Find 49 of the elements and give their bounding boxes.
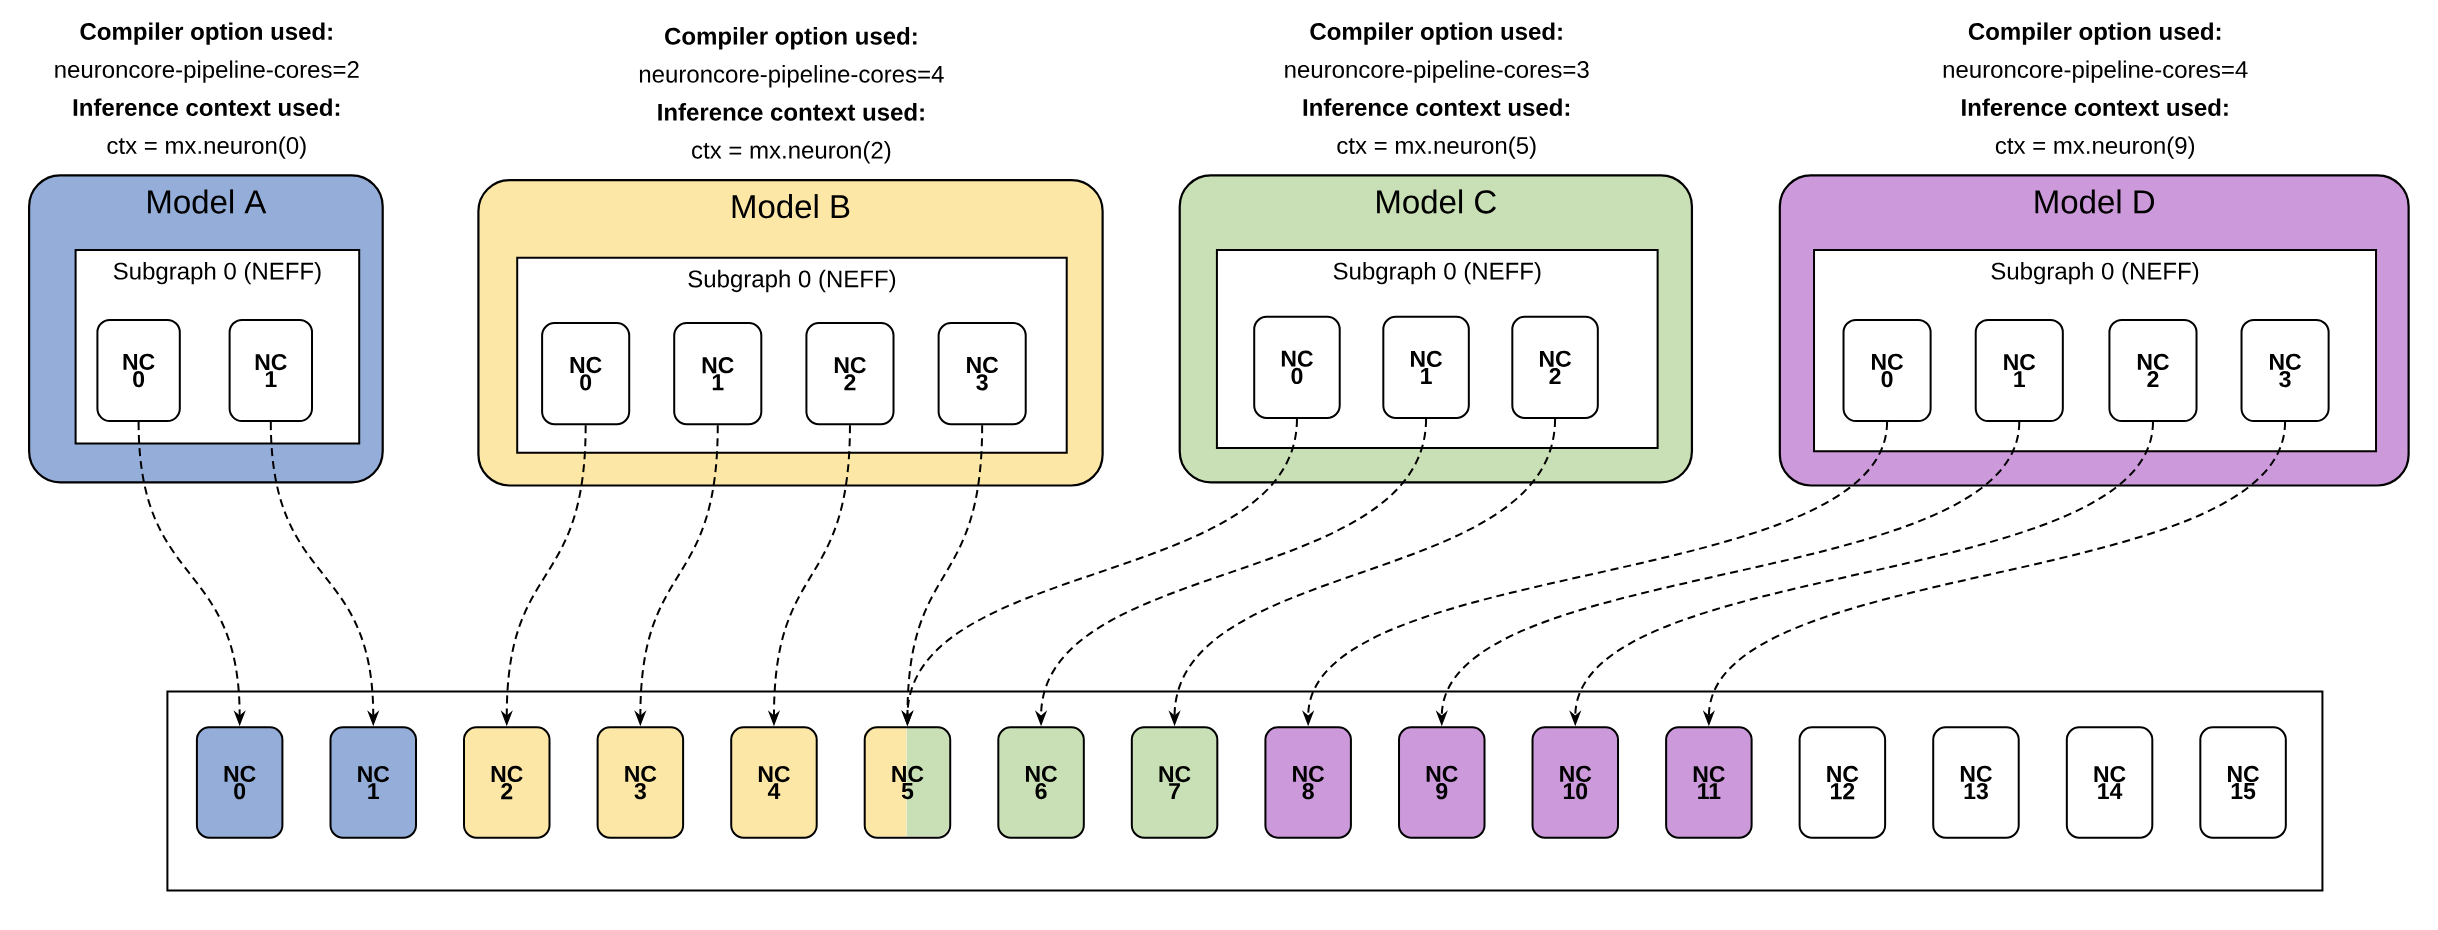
core-box: NC 1 [228, 318, 313, 422]
annotation-text: Compiler option used: neuroncore-pipeline-cores=4 Inference context used: ctx = mx.neuron(9) [1943, 22, 2248, 159]
core-box: NC 1 [1974, 318, 2064, 422]
node-label: Compiler option used: [665, 27, 917, 50]
core-box: NC 3 [937, 322, 1027, 426]
node-label: Inference context used: [73, 98, 340, 117]
core-box: NC 2 [463, 726, 551, 839]
node-label: ctx = mx.neuron(0) [107, 136, 306, 159]
core-box: NC 6 [997, 726, 1085, 839]
core-box: NC 13 [1932, 726, 2020, 839]
node-label: Inference context used: [1303, 98, 1570, 117]
core-box: NC 1 [1382, 315, 1470, 419]
core-box: NC 2 [2108, 318, 2198, 422]
annotation-text: Compiler option used: neuroncore-pipeline-cores=4 Inference context used: ctx = mx.neuron(2) [639, 27, 944, 164]
node-label: neuroncore-pipeline-cores=3 [1285, 60, 1589, 83]
core-box: NC 5 [863, 726, 952, 839]
node-label: Inference context used: [658, 103, 924, 121]
core-box: NC 7 [1130, 726, 1219, 839]
core-box: NC 3 [596, 726, 685, 839]
annotation-text: Compiler option used: neuroncore-pipeline-cores=3 Inference context used: ctx = mx.neuron(5) [1285, 22, 1589, 159]
core-box: NC 4 [730, 726, 818, 839]
core-box: NC 0 [195, 726, 284, 839]
core-box: NC 10 [1531, 726, 1619, 839]
core-box: NC 2 [805, 322, 895, 426]
core-box: NC 1 [329, 726, 417, 839]
node-label: neuroncore-pipeline-cores=2 [55, 60, 359, 83]
node-label: Compiler option used: [1968, 22, 2221, 45]
node-label: Inference context used: [1962, 98, 2228, 117]
core-box: NC 12 [1798, 726, 1887, 839]
core-box: NC 8 [1264, 726, 1352, 839]
node-label: ctx = mx.neuron(5) [1337, 136, 1536, 159]
core-box: NC 0 [1842, 318, 1932, 422]
core-box: NC 0 [96, 318, 181, 422]
node-label: Compiler option used: [1310, 22, 1562, 45]
core-box: NC 14 [2065, 726, 2154, 839]
core-box: NC 1 [673, 322, 763, 426]
node-label: neuroncore-pipeline-cores=4 [1943, 60, 2248, 83]
core-box: NC 0 [541, 322, 631, 426]
core-box: NC 11 [1665, 726, 1753, 839]
node-label: Compiler option used: [80, 22, 332, 45]
core-box: NC 9 [1398, 726, 1486, 839]
core-box: NC 3 [2240, 318, 2330, 422]
core-box: NC 15 [2199, 726, 2287, 839]
node-label: ctx = mx.neuron(2) [692, 141, 891, 164]
node-label: neuroncore-pipeline-cores=4 [639, 65, 944, 88]
annotation-text: Compiler option used: neuroncore-pipeline-cores=2 Inference context used: ctx = mx.neuron(0) [55, 22, 359, 159]
core-box: NC 0 [1253, 315, 1341, 419]
core-box: NC 2 [1511, 315, 1599, 419]
node-label: ctx = mx.neuron(9) [1995, 136, 2195, 159]
